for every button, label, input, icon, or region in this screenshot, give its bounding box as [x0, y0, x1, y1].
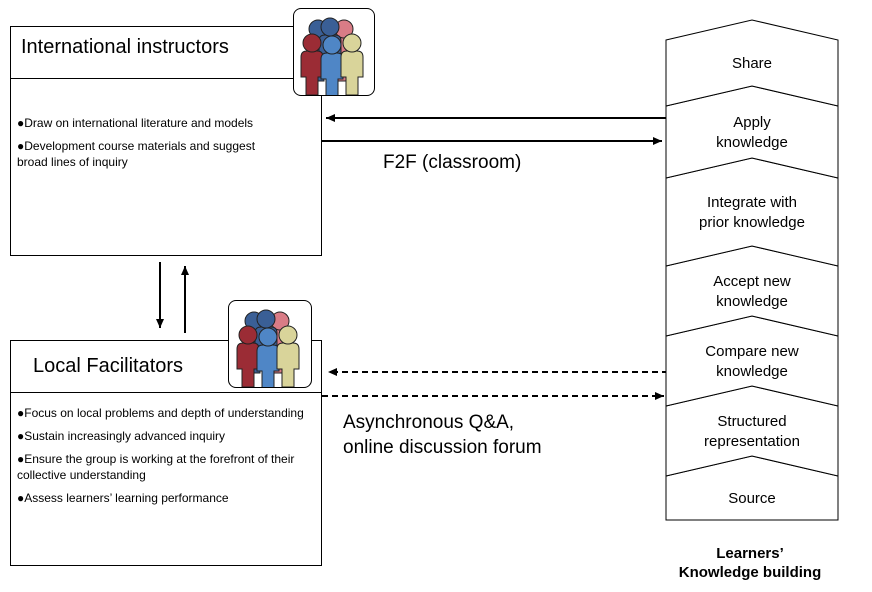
learners-knowledge-building-caption: Learners’ Knowledge building: [660, 544, 840, 582]
stage-label: Share: [732, 55, 772, 72]
facilitators-bullet-list: ●Focus on local problems and depth of un…: [17, 405, 315, 513]
person-figure: [340, 33, 364, 96]
stage-label: Accept new: [713, 273, 791, 290]
stage-chevron: [665, 19, 839, 107]
international-instructors-title: International instructors: [21, 36, 229, 58]
people-group-icon: [228, 300, 312, 390]
async-label: Asynchronous Q&A, online discussion foru…: [343, 410, 542, 460]
stage-label: prior knowledge: [699, 214, 805, 231]
f2f-label: F2F (classroom): [383, 152, 522, 173]
international-instructors-header: International instructors: [11, 27, 321, 79]
stage-label: Structured: [717, 413, 786, 430]
person-figure: [320, 35, 344, 98]
local-facilitators-box: Local Facilitators ●Focus on local probl…: [10, 340, 322, 566]
person-figure: [300, 33, 324, 96]
local-facilitators-title: Local Facilitators: [33, 355, 184, 377]
bullet-item: ●Assess learners’ learning performance: [17, 491, 229, 505]
stage-label: Integrate with: [707, 194, 797, 211]
stage-label: Apply: [733, 114, 771, 131]
stage-label: knowledge: [716, 134, 788, 151]
bullet-item: ●Sustain increasingly advanced inquiry: [17, 429, 226, 443]
stage-label: knowledge: [716, 363, 788, 380]
async-label-line2: online discussion forum: [343, 437, 542, 458]
stage-label: knowledge: [716, 293, 788, 310]
person-figure: [256, 327, 280, 390]
bullet-item: ●Focus on local problems and depth of un…: [17, 406, 304, 420]
people-group-icon-graphic: [300, 17, 364, 98]
local-facilitators-header: Local Facilitators: [11, 341, 321, 393]
person-figure: [276, 325, 300, 388]
person-figure: [236, 325, 260, 388]
bullet-item: ●Ensure the group is working at the fore…: [17, 452, 295, 482]
people-group-icon-graphic: [236, 309, 300, 390]
caption-line1: Learners’: [716, 545, 784, 562]
async-label-line1: Asynchronous Q&A,: [343, 412, 515, 433]
people-group-icon: [293, 8, 375, 98]
instructors-bullet-list: ●Draw on international literature and mo…: [17, 115, 277, 177]
stage-label: Source: [728, 490, 776, 507]
bullet-item: ●Draw on international literature and mo…: [17, 116, 254, 130]
stage-label: representation: [704, 433, 800, 450]
international-instructors-box: International instructors ●Draw on inter…: [10, 26, 322, 256]
caption-line2: Knowledge building: [678, 564, 822, 581]
bullet-item: ●Development course materials and sugges…: [17, 139, 256, 169]
stage-label: Compare new: [705, 343, 799, 360]
